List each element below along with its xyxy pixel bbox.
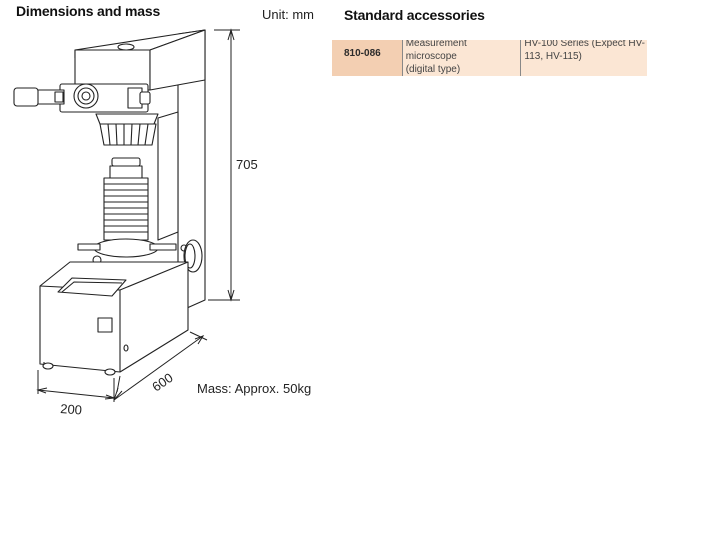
mass-label: Mass: Approx. 50kg <box>197 381 312 396</box>
accessory-name: Measurement microscope (digital type) <box>401 40 521 76</box>
table-row: 810-086 Measurement microscope (digital … <box>332 40 647 76</box>
eyepiece-end <box>13 87 39 107</box>
base <box>39 261 189 373</box>
turret <box>99 123 157 146</box>
unit-label: Unit: mm <box>262 7 314 22</box>
accessory-series-line2: 113, HV-115) <box>524 51 582 62</box>
depth-label: 600 <box>149 370 175 395</box>
head-front <box>74 49 151 91</box>
accessory-series: HV-100 Series (Expect HV- 113, HV-115) <box>520 40 647 76</box>
handwheel <box>93 238 159 258</box>
height-label: 705 <box>236 157 258 172</box>
accessories-table: 810-086 Measurement microscope (digital … <box>332 40 647 76</box>
width-label: 200 <box>60 401 83 417</box>
width-dimension-line <box>37 389 115 399</box>
dimensions-title: Dimensions and mass <box>16 3 161 19</box>
accessories-title: Standard accessories <box>344 7 485 23</box>
accessory-series-line1: HV-100 Series (Expect HV- <box>524 40 646 49</box>
head-top-hole <box>117 43 135 51</box>
accessory-name-line2: (digital type) <box>405 64 461 75</box>
hardness-tester-drawing: 705 600 200 <box>13 28 258 418</box>
accessory-name-line1: Measurement microscope <box>405 40 467 62</box>
elevating-bellows <box>103 177 149 241</box>
depth-dimension-line <box>113 335 204 401</box>
base-window <box>97 317 113 333</box>
accessory-code: 810-086 <box>332 40 403 76</box>
